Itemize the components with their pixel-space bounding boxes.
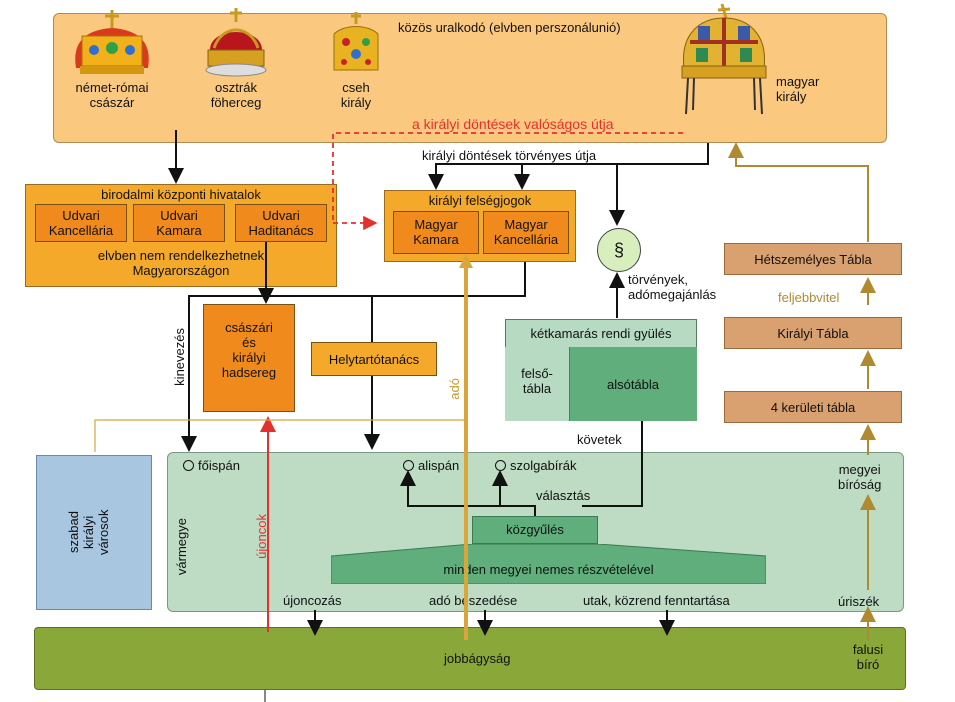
royal-title: királyi felségjogok (428, 193, 532, 208)
duty-roads-order: utak, közrend fenntartása (583, 593, 730, 608)
alispan-label: alispán (418, 458, 460, 473)
free-royal-cities-label: szabad királyi városok (66, 509, 111, 556)
duty-recruiting: újoncozás (283, 593, 342, 608)
diet-lower-house (569, 347, 697, 421)
office-magyar-kamara: Magyar Kamara (393, 211, 479, 254)
bohemian-crown-icon (328, 10, 384, 78)
tax-label: adó (447, 378, 462, 400)
army-label: császári és királyi hadsereg (221, 320, 277, 380)
court-kiralyi-tabla (724, 317, 902, 349)
nobles-trapezoid (331, 544, 766, 584)
county-court-label: megyei bíróság (838, 462, 882, 492)
archducal-hat-icon (204, 6, 268, 78)
foispan-label: főispán (198, 458, 240, 473)
court-district-label: 4 kerületi tábla (770, 400, 856, 415)
common-ruler-label: közös uralkodó (elvben perszonálunió) (398, 20, 621, 35)
office-udvari-kancellaria-label: Udvari Kancellária (48, 208, 114, 238)
county-name-label: vármegye (174, 518, 189, 576)
assembly-box (472, 516, 598, 544)
peasantry-bar (34, 627, 906, 690)
diet-lower-label: alsótábla (606, 377, 660, 392)
imperial-title: birodalmi központi hivatalok (101, 187, 261, 202)
manor-court-label: úriszék (838, 594, 880, 609)
diet-title: kétkamarás rendi gyülés (530, 326, 672, 341)
council-label: Helytartótanács (328, 352, 420, 367)
office-magyar-kamara-label: Magyar Kamara (413, 217, 459, 247)
appointment-label: kinevezés (172, 328, 187, 386)
village-judge-label: falusi bíró (852, 642, 884, 672)
duty-tax-collection: adó beszedése (429, 593, 518, 608)
court-hetszemelyes-label: Hétszemélyes Tábla (754, 252, 872, 267)
szolgabirak-circle-icon (495, 460, 506, 471)
appeal-label: feljebbvitel (778, 290, 840, 305)
real-path-label: a királyi döntések valóságos útja (412, 116, 614, 132)
crown1-label: német-római császár (75, 80, 149, 110)
free-royal-cities-box (36, 455, 152, 610)
office-magyar-kancellaria: Magyar Kancellária (483, 211, 569, 254)
foispan-circle-icon (183, 460, 194, 471)
office-udvari-kamara-label: Udvari Kamara (156, 208, 202, 238)
law-paragraph-icon: § (597, 228, 641, 272)
crown4-label: magyar király (776, 74, 820, 104)
laws-label: törvények, adómegajánlás (628, 272, 717, 302)
crown3-label: cseh király (340, 80, 372, 110)
imperial-note: elvben nem rendelkezhetnek Magyarországo… (97, 248, 265, 278)
office-udvari-kancellaria: Udvari Kancellária (35, 204, 127, 242)
court-hetszemelyes (724, 243, 902, 275)
court-kiralyi-label: Királyi Tábla (777, 326, 849, 341)
holy-crown-icon (676, 2, 772, 120)
peasantry-label: jobbágyság (444, 651, 511, 666)
envoys-label: követek (577, 432, 622, 447)
crown2-label: osztrák föherceg (210, 80, 262, 110)
szolgabirak-label: szolgabírák (510, 458, 577, 473)
assembly-label: közgyűlés (506, 522, 564, 537)
imperial-crown-icon (72, 8, 152, 78)
office-udvari-haditanacs-label: Udvari Haditanács (248, 208, 314, 238)
office-udvari-kamara: Udvari Kamara (133, 204, 225, 242)
nobles-label: minden megyei nemes részvételével (443, 562, 654, 577)
court-district (724, 391, 902, 423)
recruits-label: újoncok (254, 514, 269, 559)
election-label: választás (536, 488, 591, 503)
law-symbol: § (613, 240, 624, 260)
legal-path-label: királyi döntések törvényes útja (422, 148, 597, 163)
diet-upper-label: felső- tábla (521, 366, 553, 396)
office-udvari-haditanacs: Udvari Haditanács (235, 204, 327, 242)
office-magyar-kancellaria-label: Magyar Kancellária (493, 217, 559, 247)
alispan-circle-icon (403, 460, 414, 471)
